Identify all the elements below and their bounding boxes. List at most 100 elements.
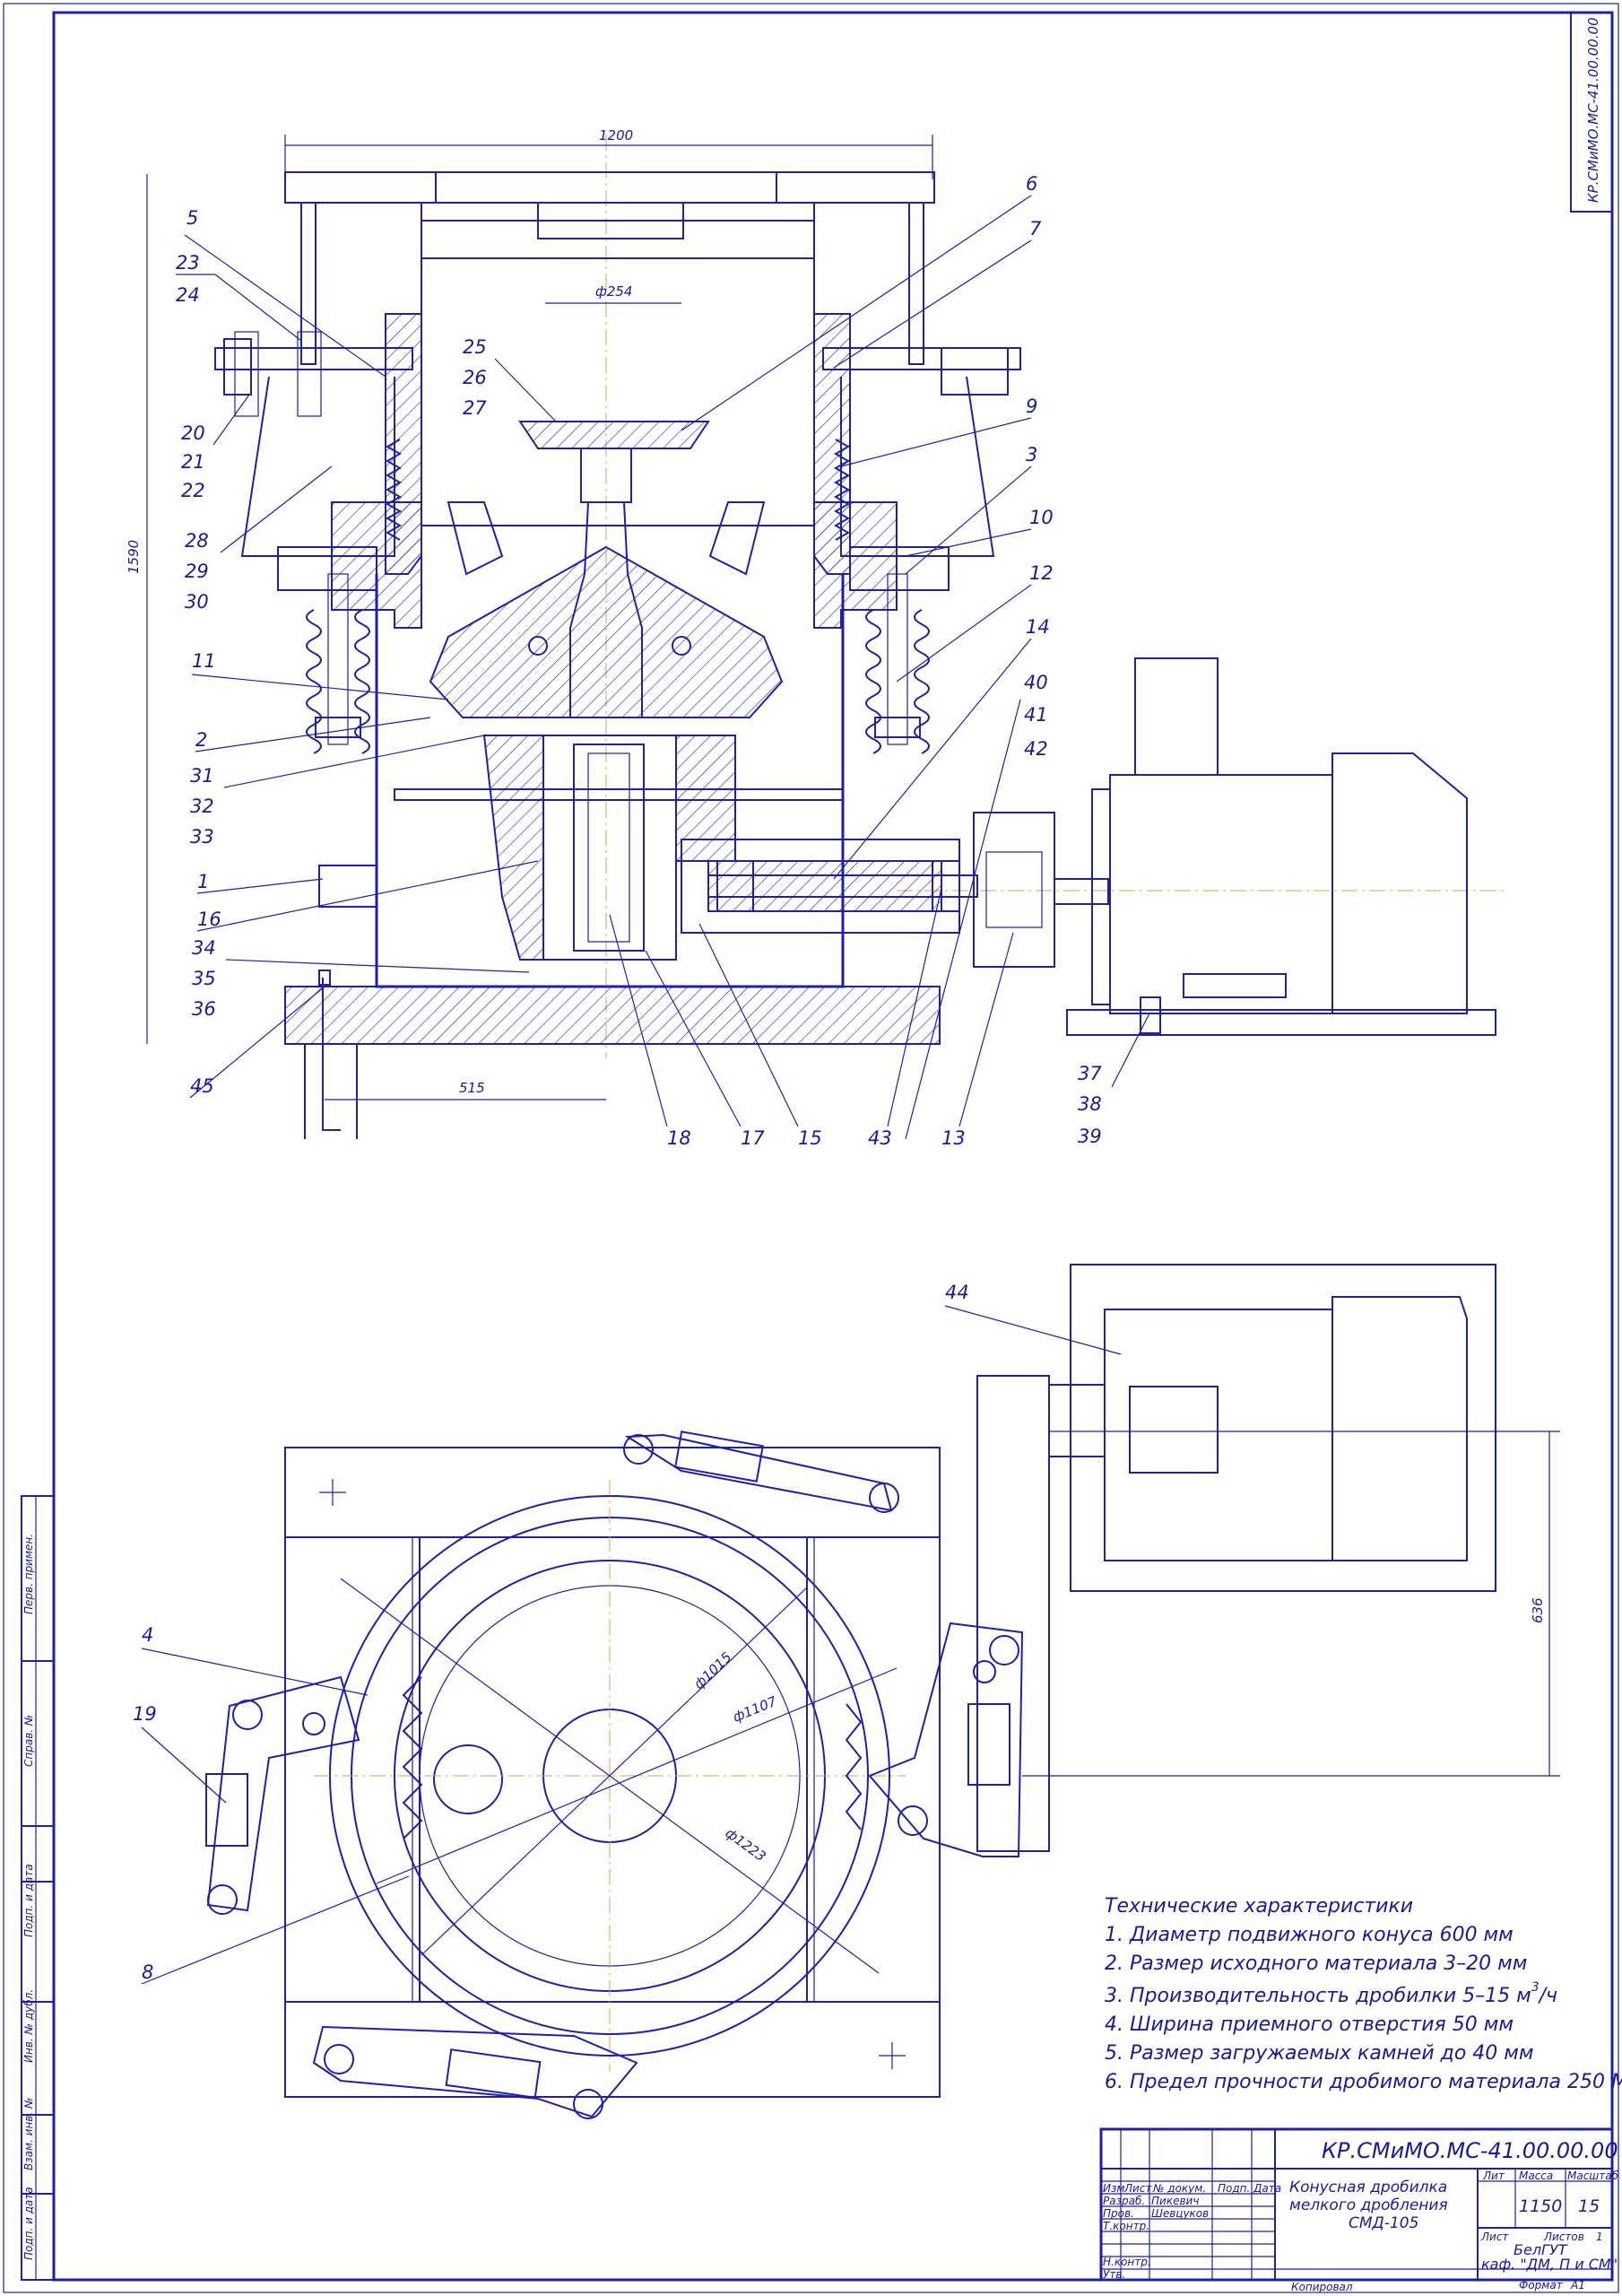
top-plate: [284, 171, 935, 204]
hydraulic-cylinder-left: [205, 1675, 360, 1915]
part-label-8: 8: [142, 1961, 153, 1983]
side-label-5: Подп. и дата: [22, 2187, 35, 2260]
left-spring: [277, 546, 377, 754]
part-label-29: 29: [185, 561, 209, 582]
title-block: КР.СМиМО.МС-41.00.00.00 Изм Лист № докум…: [1099, 2127, 1619, 2293]
row-nkontr: Н.контр.: [1103, 2256, 1151, 2268]
title-line-3: СМД-105: [1349, 2214, 1418, 2232]
row-prov: Пров.: [1103, 2207, 1134, 2220]
foundation: [284, 986, 941, 1045]
motor-plan-frame: [1070, 1264, 1496, 1592]
col-lit: Лит: [1482, 2170, 1505, 2182]
part-label-35: 35: [192, 968, 216, 989]
specs-line-1: 1. Диаметр подвижного конуса 600 мм: [1105, 1924, 1514, 1946]
title-line-2: мелкого дробления: [1289, 2196, 1448, 2214]
part-label-41: 41: [1024, 704, 1048, 726]
part-label-12: 12: [1029, 562, 1054, 584]
part-label-11: 11: [192, 650, 216, 672]
part-label-10: 10: [1029, 507, 1054, 528]
specs-heading: Технические характеристики: [1105, 1895, 1413, 1918]
sheets-label: Листов: [1543, 2231, 1584, 2243]
part-label-28: 28: [185, 530, 209, 552]
org-line-1: БелГУТ: [1514, 2241, 1568, 2258]
part-label-34: 34: [192, 937, 216, 959]
main-shaft: [569, 501, 643, 718]
part-label-19: 19: [133, 1703, 157, 1725]
part-label-32: 32: [190, 796, 214, 817]
part-label-18: 18: [667, 1127, 691, 1149]
binding-strip: Перв. примен. Справ. № Подп. и дата Инв.…: [21, 1495, 55, 2281]
row-prov-name: Шевцуков: [1151, 2207, 1209, 2220]
part-label-20: 20: [181, 422, 205, 444]
eccentric-bush: [542, 735, 677, 961]
stamp-code-vertical: КР.СМиМО.МС-41.00.00.00: [1585, 17, 1601, 203]
part-label-7: 7: [1029, 218, 1042, 239]
side-label-3: Инв. № дубл.: [22, 1989, 35, 2063]
row-razrab: Разраб.: [1103, 2195, 1145, 2207]
part-label-22: 22: [181, 480, 205, 501]
row-utv: Утв.: [1103, 2268, 1125, 2281]
col-mass: Масса: [1519, 2170, 1553, 2182]
col-scale: Масштаб: [1567, 2170, 1619, 2182]
specs-line-2: 2. Размер исходного материала 3–20 мм: [1105, 1952, 1527, 1975]
part-label-14: 14: [1026, 616, 1050, 638]
specs-line-3-sup: 3: [1531, 1980, 1540, 1995]
specs-line-6: 6. Предел прочности дробимого материала …: [1105, 2071, 1622, 2093]
part-label-27: 27: [463, 397, 487, 419]
motor-slide-rail: [976, 1375, 1050, 1852]
col-sign: Подп.: [1218, 2182, 1250, 2195]
copied-label: Копировал: [1291, 2281, 1353, 2293]
part-label-23: 23: [176, 252, 200, 274]
part-label-4: 4: [142, 1624, 153, 1646]
right-spring: [849, 546, 950, 754]
motor-side-view: [1066, 657, 1496, 1036]
part-label-15: 15: [798, 1127, 822, 1149]
col-date: Дата: [1253, 2182, 1281, 2195]
part-leaders: 5 23 24 20 21 22 28 29 30 11 2 31 32 33 …: [133, 173, 1150, 1985]
sheet-frame: КР.СМиМО.МС-41.00.00.00: [3, 3, 1619, 2293]
part-label-25: 25: [463, 336, 487, 358]
part-label-21: 21: [181, 451, 205, 473]
col-list: Лист: [1123, 2182, 1152, 2195]
part-label-37: 37: [1078, 1063, 1102, 1084]
hydraulic-cylinder-top: [623, 1431, 899, 1513]
base-plate: [284, 1447, 941, 2098]
col-izm: Изм: [1103, 2182, 1124, 2195]
row-razrab-name: Пикевич: [1151, 2195, 1199, 2207]
part-label-9: 9: [1026, 396, 1037, 417]
sheets-count: 1: [1596, 2231, 1603, 2243]
part-label-6: 6: [1026, 173, 1037, 195]
side-label-4: Взам. инв. №: [22, 2098, 35, 2170]
part-label-40: 40: [1024, 672, 1048, 693]
sheet-label: Лист: [1480, 2231, 1509, 2243]
stamp-code: КР.СМиМО.МС-41.00.00.00: [1322, 2138, 1618, 2163]
part-label-17: 17: [741, 1127, 765, 1149]
dim-d3: ф1223: [723, 1825, 769, 1866]
feed-plate: [518, 421, 710, 449]
org-line-2: каф. "ДМ, П и СМ": [1481, 2256, 1618, 2273]
dim-motor-offset: 636: [1530, 1597, 1546, 1623]
technical-specs: Технические характеристики 1. Диаметр по…: [1105, 1895, 1622, 2093]
part-label-44: 44: [945, 1282, 969, 1303]
part-label-36: 36: [192, 998, 216, 1020]
specs-line-4: 4. Ширина приемного отверстия 50 мм: [1105, 2013, 1514, 2036]
col-doc: № докум.: [1152, 2182, 1206, 2195]
format-label: Формат: [1519, 2279, 1564, 2292]
part-label-26: 26: [463, 367, 487, 388]
crusher-section-view: 1200 ф254 1590 515: [126, 127, 1506, 1139]
part-label-5: 5: [186, 207, 198, 229]
hydraulic-cylinder-right: [868, 1622, 1024, 1857]
part-label-42: 42: [1024, 738, 1048, 760]
specs-line-3: 3. Производительность дробилки 5–15 м3/ч: [1105, 1980, 1557, 2007]
part-label-43: 43: [868, 1127, 892, 1149]
specs-line-3-tail: /ч: [1538, 1985, 1557, 2007]
dim-width: 1200: [599, 127, 633, 144]
crushing-cone: [429, 545, 784, 718]
row-tkontr: Т.контр.: [1103, 2220, 1149, 2232]
format-value: A1: [1570, 2279, 1585, 2292]
part-label-31: 31: [190, 765, 214, 787]
part-label-24: 24: [176, 284, 200, 306]
part-label-2: 2: [195, 729, 207, 751]
part-label-30: 30: [185, 591, 209, 613]
